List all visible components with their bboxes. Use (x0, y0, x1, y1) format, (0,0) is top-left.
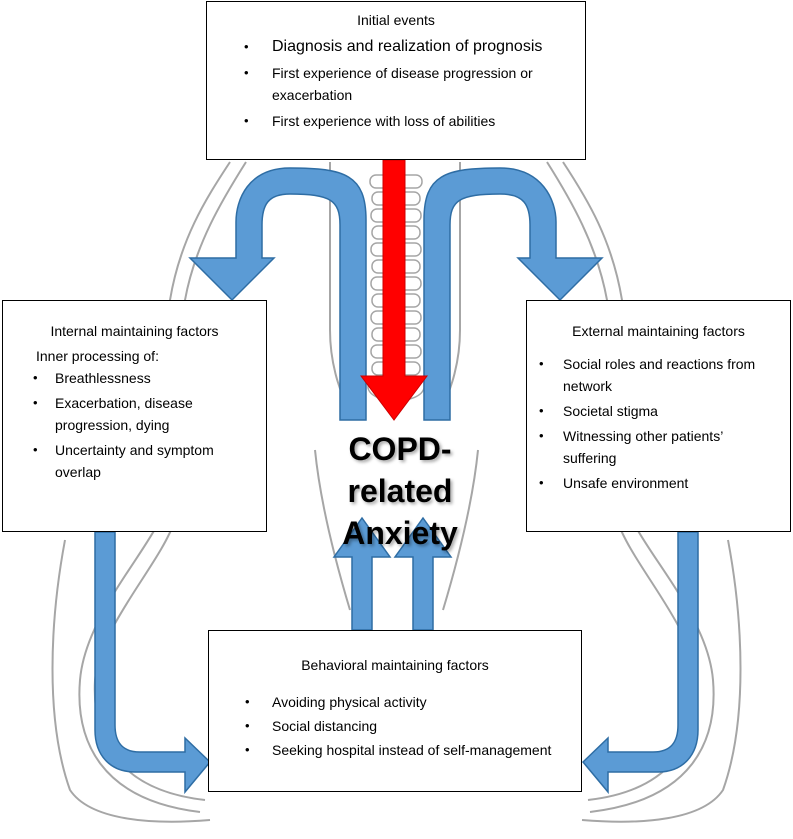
arrow-initial-to-anxiety (360, 159, 428, 421)
list-item: Avoiding physical activity (209, 690, 581, 714)
initial-events-box: Initial events Diagnosis and realization… (206, 1, 586, 160)
initial-events-title: Initial events (357, 12, 435, 28)
list-item: Witnessing other patients’ suffering (527, 425, 790, 469)
list-item: Uncertainty and symptom overlap (3, 439, 266, 483)
list-item: Exacerbation, disease progression, dying (3, 392, 266, 436)
arrow-internal-to-behavioral (94, 531, 212, 795)
internal-factors-subtitle: Inner processing of: (36, 348, 159, 364)
internal-factors-box: Internal maintaining factors Inner proce… (2, 300, 267, 532)
center-label-line1: COPD-related (347, 431, 453, 509)
internal-factors-title: Internal maintaining factors (50, 323, 219, 339)
list-item: First experience with loss of abilities (236, 110, 585, 132)
initial-events-list: Diagnosis and realization of prognosis F… (236, 36, 585, 132)
external-factors-box: External maintaining factors Social role… (526, 300, 791, 532)
list-item: Unsafe environment (527, 472, 790, 494)
arrow-behavioral-to-anxiety-right (393, 516, 453, 631)
arrow-behavioral-to-anxiety-left (332, 516, 392, 631)
list-item: Social roles and reactions from network (527, 353, 790, 397)
behavioral-factors-title: Behavioral maintaining factors (301, 657, 489, 673)
arrow-external-to-behavioral (581, 531, 699, 795)
behavioral-factors-list: Avoiding physical activity Social distan… (209, 690, 581, 762)
arrow-initial-to-internal (188, 167, 367, 421)
list-item: Diagnosis and realization of prognosis (236, 36, 585, 58)
arrow-initial-to-external (423, 167, 604, 421)
list-item: Societal stigma (527, 400, 790, 422)
list-item: Social distancing (209, 714, 581, 738)
external-factors-list: Social roles and reactions from network … (527, 353, 790, 494)
center-label-line2: Anxiety (342, 515, 458, 551)
copd-anxiety-label: COPD-related Anxiety (300, 428, 500, 554)
list-item: First experience of disease progression … (236, 62, 585, 106)
behavioral-factors-box: Behavioral maintaining factors Avoiding … (208, 630, 582, 792)
internal-factors-list: Breathlessness Exacerbation, disease pro… (11, 367, 266, 483)
external-factors-title: External maintaining factors (572, 323, 745, 339)
list-item: Seeking hospital instead of self-managem… (209, 738, 581, 762)
list-item: Breathlessness (3, 367, 266, 389)
